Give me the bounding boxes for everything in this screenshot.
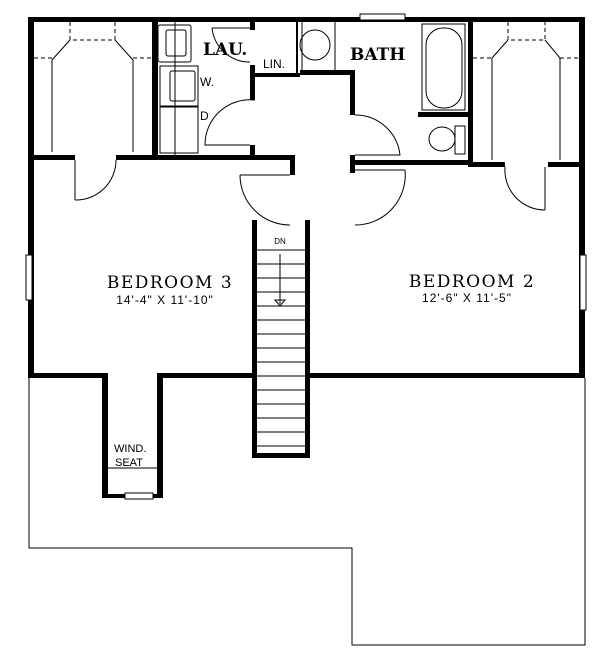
laundry-label: LAU.: [203, 40, 247, 60]
bedroom3-dimensions: 14'-4" X 11'-10": [116, 293, 214, 307]
windows: [25, 13, 587, 500]
window-seat-label-2: SEAT: [115, 457, 143, 469]
bath-label: BATH: [350, 45, 405, 65]
toilet-icon: [428, 126, 456, 152]
closet-left: [34, 22, 152, 152]
stair-arrow-icon: [273, 299, 287, 307]
roof-outline: [28, 378, 586, 646]
stair-treads: [257, 249, 305, 447]
linen-label: LIN.: [263, 57, 285, 71]
closet-right: [473, 22, 579, 160]
window-seat-window: [124, 492, 154, 500]
bathtub-icon: [421, 23, 466, 111]
window-seat-label-1: WIND.: [114, 443, 146, 455]
walls: [28, 17, 585, 498]
doors: [74, 27, 546, 226]
window-bath: [359, 13, 406, 21]
stairs-direction-label: DN: [274, 237, 286, 246]
window-bedroom3: [25, 254, 33, 301]
washer-icon: [159, 65, 199, 107]
bath-sink-icon: [299, 29, 331, 61]
laundry-fixtures: [157, 22, 199, 155]
bedroom2-dimensions: 12'-6" X 11'-5": [422, 291, 512, 305]
washer-label: W.: [200, 75, 214, 89]
window-bedroom2: [579, 254, 587, 311]
bedroom2-label: BEDROOM 2: [409, 272, 535, 292]
dryer-label: D: [200, 109, 209, 123]
bath-fixtures: [299, 22, 466, 155]
dryer-icon: [159, 106, 199, 154]
bedroom3-label: BEDROOM 3: [107, 273, 233, 293]
